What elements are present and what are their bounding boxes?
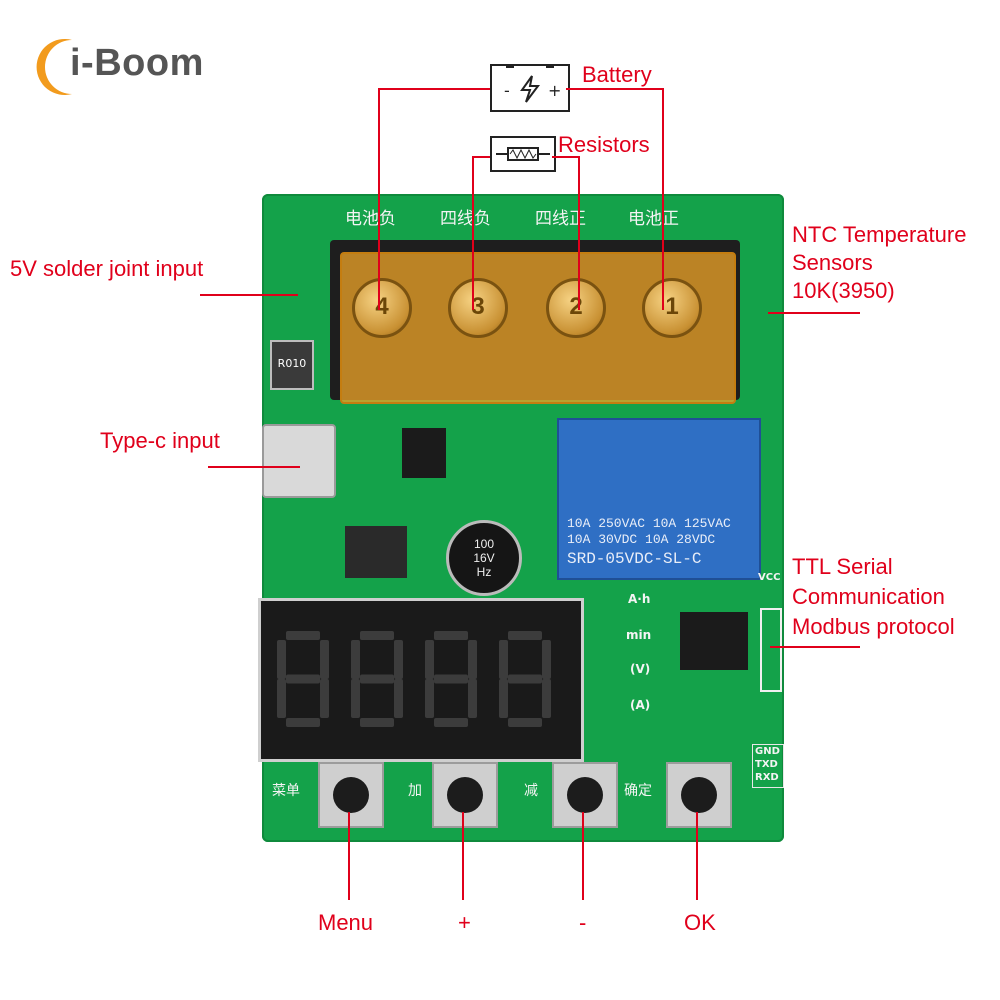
screw-terminal-1[interactable]: 1 — [642, 278, 702, 338]
menu-leader — [348, 812, 350, 900]
minus-leader — [582, 812, 584, 900]
button-label-minus: 减 — [524, 783, 538, 799]
voltage-regulator — [345, 526, 407, 578]
battery-leader-h-right — [566, 88, 664, 90]
ttl-connector[interactable] — [760, 608, 782, 692]
uart-pin-block — [752, 744, 784, 788]
ok-button-cap[interactable] — [681, 777, 717, 813]
solder-input-label: 5V solder joint input — [10, 256, 204, 281]
menu-label: Menu — [318, 910, 374, 935]
ttl-ic-chip — [680, 612, 748, 670]
resistors-label: Resistors — [558, 132, 650, 157]
battery-leader-h — [378, 88, 490, 90]
capacitor: 100 16V Hz — [446, 520, 522, 596]
relay-rating-1: 10A 250VAC 10A 125VAC — [567, 516, 731, 531]
ok-button[interactable] — [666, 762, 732, 828]
uart-pin-rxd: RXD — [755, 772, 779, 783]
plus-button[interactable] — [432, 762, 498, 828]
minus-button[interactable] — [552, 762, 618, 828]
resistor-leader-v-left — [472, 156, 474, 310]
indicator-amp: (A) — [630, 698, 651, 712]
vcc-label: VCC — [758, 572, 781, 583]
plus-label: + — [458, 910, 471, 935]
digit-1 — [277, 631, 329, 727]
relay: 10A 250VAC 10A 125VAC 10A 30VDC 10A 28VD… — [557, 418, 761, 580]
digit-4 — [499, 631, 551, 727]
plus-leader — [462, 812, 464, 900]
minus-button-cap[interactable] — [567, 777, 603, 813]
type-c-port[interactable] — [262, 424, 336, 498]
resistor-leader-h-left — [472, 156, 490, 158]
ok-label: OK — [684, 910, 716, 935]
capacitor-type: Hz — [476, 565, 492, 579]
screw-terminal-4[interactable]: 4 — [352, 278, 412, 338]
screw-terminal-3[interactable]: 3 — [448, 278, 508, 338]
ntc-label-line3: 10K(3950) — [792, 278, 895, 303]
resistor-leader-v-right — [578, 156, 580, 310]
menu-button[interactable] — [318, 762, 384, 828]
digit-3 — [425, 631, 477, 727]
typec-leader — [208, 466, 300, 468]
svg-text:-: - — [504, 81, 510, 100]
terminal-header-1: 电池负 — [345, 209, 396, 229]
indicator-ah: A·h — [628, 592, 651, 606]
terminal-header-2: 四线负 — [440, 209, 491, 229]
terminal-header-4: 电池正 — [628, 209, 679, 229]
button-label-menu: 菜单 — [272, 783, 300, 799]
display-digits — [277, 631, 551, 727]
battery-label: Battery — [582, 62, 652, 87]
terminal-header-3: 四线正 — [535, 209, 586, 229]
digit-2 — [351, 631, 403, 727]
menu-button-cap[interactable] — [333, 777, 369, 813]
ttl-label-line1: TTL Serial — [792, 554, 893, 579]
battery-leader-v-right — [662, 88, 664, 310]
minus-label: - — [579, 910, 587, 935]
brand-logo — [32, 36, 242, 98]
relay-model: SRD-05VDC-SL-C — [567, 550, 702, 568]
ntc-label-line2: Sensors — [792, 250, 873, 275]
plus-button-cap[interactable] — [447, 777, 483, 813]
typec-input-label: Type-c input — [100, 428, 220, 453]
ttl-label-line2: Communication — [792, 584, 945, 609]
resistor-leader-h-right — [552, 156, 580, 158]
button-label-plus: 加 — [408, 783, 422, 799]
ok-leader — [696, 812, 698, 900]
battery-icon: - + — [490, 62, 570, 112]
svg-text:+: + — [548, 81, 561, 100]
solder-leader — [200, 294, 298, 296]
brand-name: i-Boom — [70, 42, 204, 84]
battery-leader-v-left — [378, 88, 380, 310]
uart-pin-txd: TXD — [755, 759, 778, 770]
indicator-min: min — [626, 628, 652, 642]
ttl-label-line3: Modbus protocol — [792, 614, 955, 639]
shunt-resistor: R010 — [270, 340, 314, 390]
ntc-leader — [768, 312, 860, 314]
uart-pin-gnd: GND — [755, 746, 780, 757]
button-label-ok: 确定 — [624, 783, 652, 799]
shunt-label: R010 — [277, 357, 307, 370]
relay-rating-2: 10A 30VDC 10A 28VDC — [567, 532, 716, 547]
capacitor-value: 100 — [473, 537, 495, 551]
indicator-volt: (V) — [630, 662, 651, 676]
logo-crescent-icon — [36, 39, 72, 95]
capacitor-voltage: 16V — [473, 551, 495, 565]
ic-chip — [402, 428, 446, 478]
seven-segment-display — [258, 598, 584, 762]
ttl-leader — [770, 646, 860, 648]
resistor-icon — [490, 136, 556, 172]
ntc-label-line1: NTC Temperature — [792, 222, 967, 247]
screw-terminal-2[interactable]: 2 — [546, 278, 606, 338]
